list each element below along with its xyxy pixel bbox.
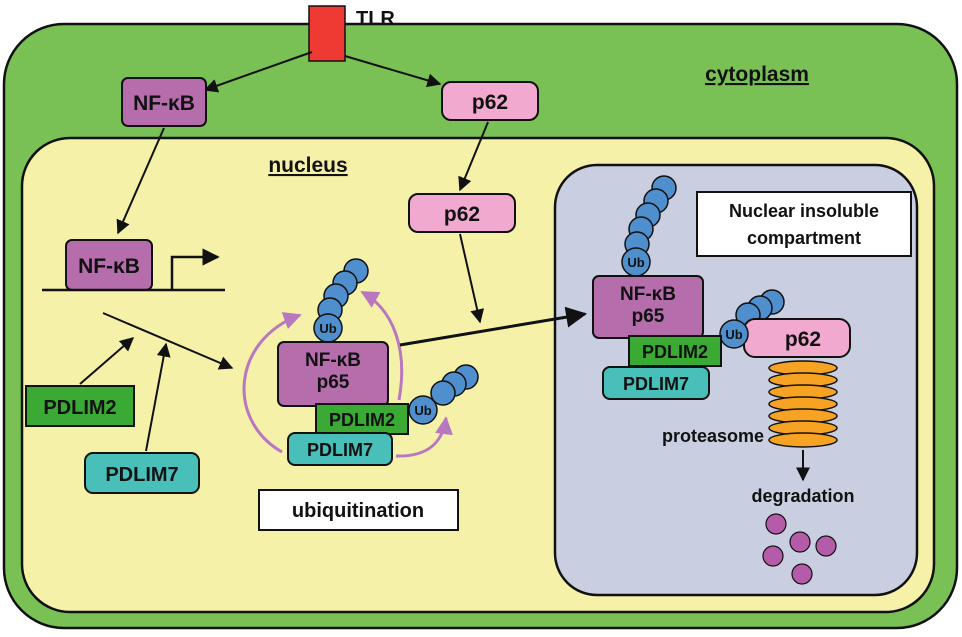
cytoplasm-label: cytoplasm	[705, 63, 809, 86]
pdlim2-right-box	[628, 335, 722, 367]
p62-cytoplasm-box	[441, 81, 539, 121]
arrow-pdlim7-to-line	[145, 342, 171, 452]
pdlim7-right-box	[602, 366, 710, 400]
pdlim2-left-label: PDLIM2	[43, 397, 116, 419]
arrow-p62-to-junction	[459, 233, 485, 324]
pdlim2-right-label: PDLIM2	[642, 342, 708, 362]
p62-right-label: p62	[785, 328, 821, 351]
pdlim7-center-box	[287, 432, 393, 466]
pdlim7-center-label: PDLIM7	[307, 440, 373, 460]
pdlim2-center-box	[315, 403, 409, 435]
ubiquitination-arrow-top	[360, 290, 404, 401]
ubiquitination-label: ubiquitination	[292, 500, 424, 522]
ub-right-a-label: Ub	[627, 255, 644, 270]
ub-chain-center-b3	[430, 380, 456, 406]
ub-center-b	[408, 395, 438, 425]
p62-nucleus-label: p62	[444, 203, 480, 226]
pdlim2-center-label: PDLIM2	[329, 410, 395, 430]
pdlim7-left-label: PDLIM7	[105, 464, 178, 486]
arrow-tlr-to-nfkb	[203, 51, 313, 93]
p65-right-label: p65	[632, 306, 665, 327]
right-complex: Ub NF-κB p65 p62 Ub PDLIM2 PDLIM7	[592, 175, 851, 400]
arrow-tlr-to-p62	[344, 55, 442, 88]
insoluble-compartment-label-line1: Nuclear insoluble	[729, 201, 879, 221]
arrow-nfkb-to-nucleus	[116, 127, 165, 235]
proteasome	[768, 360, 838, 448]
proteasome-ring-7	[768, 432, 838, 448]
transcription-start-arrow	[170, 248, 220, 290]
p62-nucleus-box	[408, 193, 516, 233]
nfkb-right-label: NF-κB	[620, 284, 676, 305]
degradation-label: degradation	[751, 486, 854, 506]
pdlim7-right-label: PDLIM7	[623, 374, 689, 394]
ub-center-b-label: Ub	[414, 403, 431, 418]
tlr-receptor	[308, 5, 346, 62]
fragment-1	[765, 513, 787, 535]
arrow-p62-to-nucleus	[458, 121, 489, 192]
fragment-2	[789, 531, 811, 553]
p65-center-label: p65	[317, 372, 350, 393]
nfkb-cytoplasm-box	[121, 77, 207, 127]
arrow-complex-to-insoluble	[399, 306, 588, 347]
ub-right-b	[719, 319, 749, 349]
pdlim2-left-box	[25, 385, 135, 427]
fragment-3	[815, 535, 837, 557]
fragment-5	[791, 563, 813, 585]
ub-right-b-label: Ub	[725, 327, 742, 342]
ubiquitination-arrow-bottom	[395, 416, 453, 458]
center-complex: Ub NF-κB p65 PDLIM2 Ub PDLIM7	[242, 258, 479, 466]
insoluble-compartment-label-box	[696, 191, 912, 257]
tlr-label: TLR	[356, 8, 395, 30]
ub-center-a-label: Ub	[319, 321, 336, 336]
fragment-4	[762, 545, 784, 567]
nucleus-label: nucleus	[268, 154, 347, 177]
degradation-fragments	[762, 513, 837, 585]
nfkb-center-label: NF-κB	[305, 350, 361, 371]
arrow-gene-to-complex	[102, 312, 234, 370]
nfkb-gene-label: NF-κB	[78, 255, 140, 278]
arrow-pdlim2-to-line	[79, 337, 135, 385]
insoluble-compartment-label-line2: compartment	[747, 228, 861, 248]
p62-cytoplasm-label: p62	[472, 91, 508, 114]
proteasome-label: proteasome	[662, 426, 764, 446]
pdlim7-left-box	[84, 452, 200, 494]
ubiquitination-label-box	[258, 489, 459, 531]
nfkb-cytoplasm-label: NF-κB	[133, 92, 195, 115]
ubiquitination-arrow-left	[242, 312, 302, 454]
